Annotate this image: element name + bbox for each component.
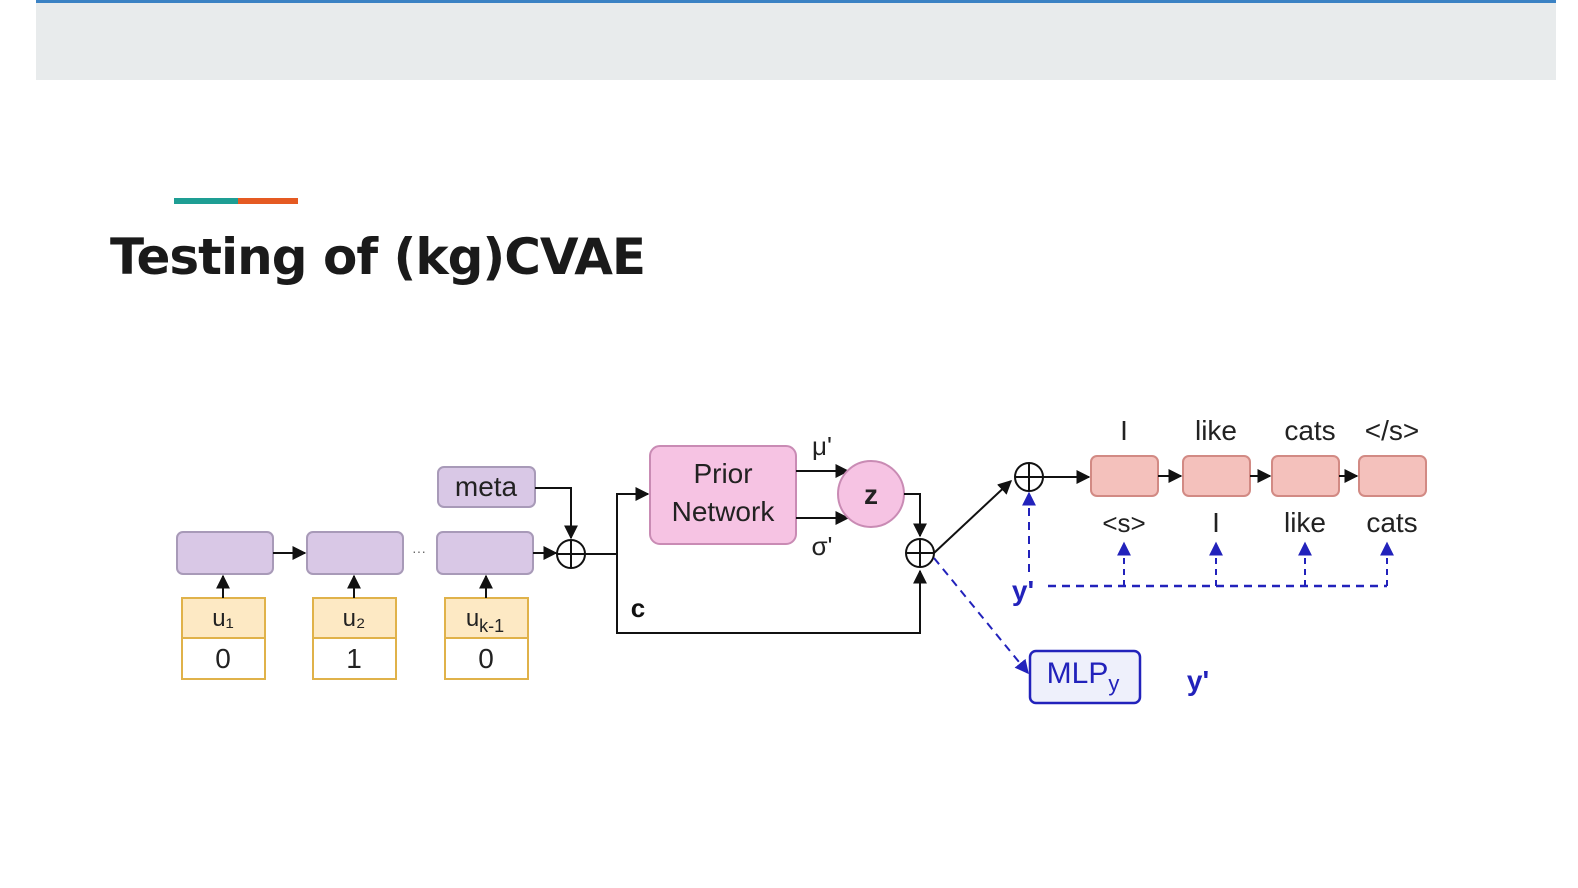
decoder-box-3 <box>1271 455 1340 497</box>
concat-to-mlp-arrow <box>933 557 1029 675</box>
encoder-box-3 <box>436 531 534 575</box>
utterance-2: u₂ 1 <box>312 597 397 680</box>
encoder-ellipsis: ··· <box>412 543 426 559</box>
top-header-strip <box>36 0 1556 80</box>
concat-node-3 <box>1014 462 1044 492</box>
mlp-label: MLPy <box>1047 657 1120 696</box>
utterance-3-value: 0 <box>478 643 494 674</box>
utterance-2-value: 1 <box>346 643 362 674</box>
z-label: z <box>864 479 878 510</box>
c-label: c <box>631 593 645 623</box>
sigma-label: σ' <box>811 531 832 561</box>
concat-node-2 <box>905 538 935 568</box>
concat-to-decoder-arrow <box>933 480 1013 554</box>
y-prime-label-feedback: y' <box>1012 575 1034 606</box>
utterance-3-label: uk-1 <box>466 605 504 636</box>
title-accent-teal <box>174 198 238 204</box>
slide-title: Testing of (kg)CVAE <box>110 228 646 286</box>
decoder-output-1: I <box>1120 415 1128 446</box>
decoder-output-2: like <box>1195 415 1237 446</box>
title-accent-orange <box>238 198 298 204</box>
encoder-box-1 <box>176 531 274 575</box>
utterance-1-value: 0 <box>215 643 231 674</box>
z-to-concat-arrow <box>904 493 927 538</box>
decoder-output-4: </s> <box>1365 415 1419 446</box>
y-prime-label-output: y' <box>1187 665 1209 696</box>
decoder-input-2: I <box>1212 507 1220 538</box>
concat-node-1 <box>556 539 586 569</box>
c-to-prior-arrow <box>616 487 650 554</box>
decoder-box-1 <box>1090 455 1159 497</box>
decoder-box-2 <box>1182 455 1251 497</box>
decoder-output-3: cats <box>1284 415 1335 446</box>
utterance-3: uk-1 0 <box>444 597 529 680</box>
decoder-input-3: like <box>1284 507 1326 538</box>
meta-label: meta <box>455 471 518 502</box>
prior-network-label-line2: Network <box>672 496 776 527</box>
utterance-2-label: u₂ <box>343 605 366 632</box>
prior-network-box <box>649 445 797 545</box>
mu-label: μ' <box>812 431 832 461</box>
decoder-input-1: <s> <box>1102 508 1145 538</box>
encoder-box-2 <box>306 531 404 575</box>
c-bypass-arrow <box>616 554 927 634</box>
decoder-box-4 <box>1358 455 1427 497</box>
meta-arrow <box>535 487 578 540</box>
utterance-1: u₁ 0 <box>181 597 266 680</box>
prior-network-label-line1: Prior <box>693 458 752 489</box>
mlp-box <box>1028 649 1142 705</box>
decoder-input-4: cats <box>1366 507 1417 538</box>
utterance-1-label: u₁ <box>212 605 233 632</box>
